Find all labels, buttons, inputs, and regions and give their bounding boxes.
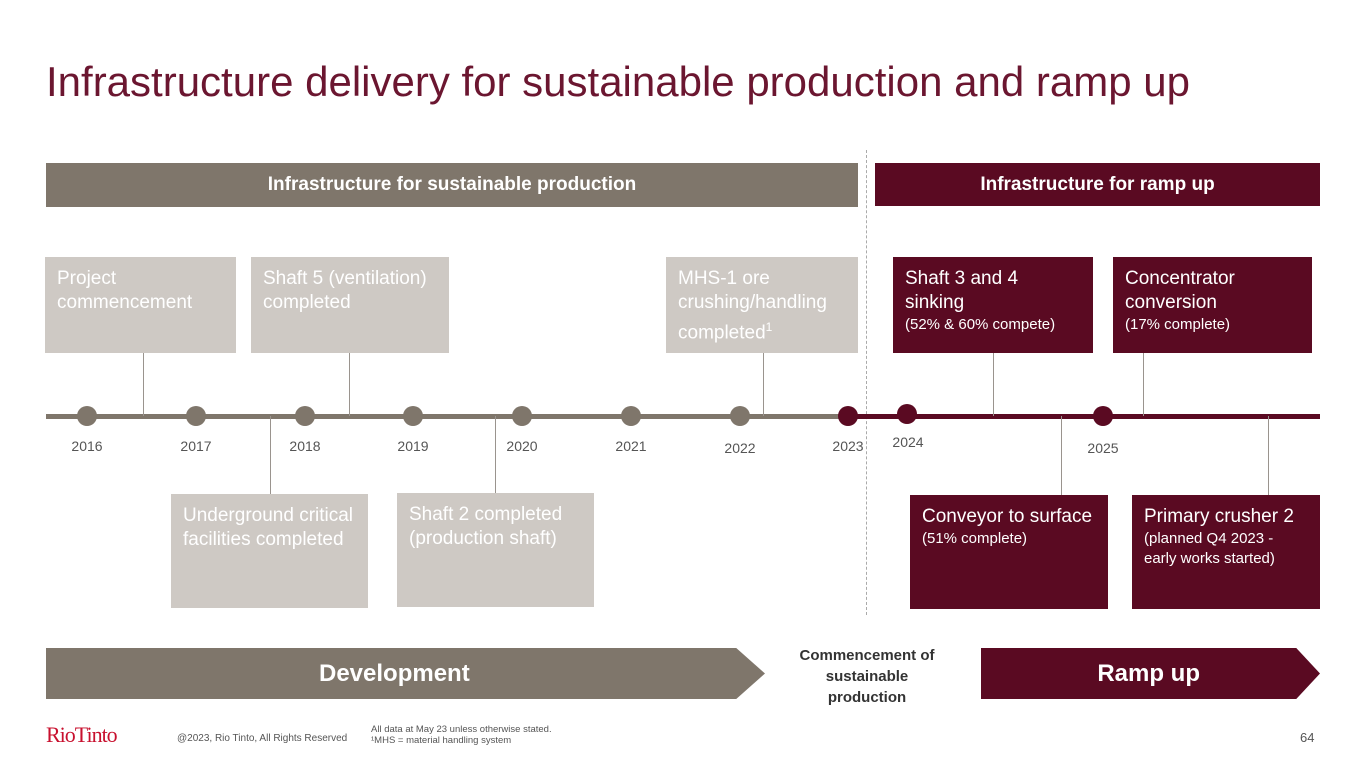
rio-tinto-logo: RioTinto bbox=[46, 722, 118, 747]
connector bbox=[763, 353, 764, 416]
timeline-development bbox=[46, 414, 848, 419]
year-dot bbox=[897, 404, 917, 424]
milestone-text: Conveyor to surface bbox=[922, 506, 1093, 527]
header-sustainable-production: Infrastructure for sustainable productio… bbox=[46, 163, 858, 207]
milestone-text: Shaft 5 (ventilation) completed bbox=[263, 268, 427, 313]
milestone-underground-facilities: Underground critical facilities complete… bbox=[171, 494, 368, 608]
divider-line bbox=[866, 150, 867, 615]
connector bbox=[270, 416, 271, 494]
phase-label: Development bbox=[319, 659, 470, 687]
year-dot bbox=[1093, 406, 1113, 426]
year-dot bbox=[838, 406, 858, 426]
year-dot bbox=[730, 406, 750, 426]
phase-label: Ramp up bbox=[1097, 659, 1200, 687]
milestone-status: (17% complete) bbox=[1125, 316, 1231, 333]
copyright: @2023, Rio Tinto, All Rights Reserved bbox=[177, 733, 348, 744]
connector bbox=[495, 416, 496, 494]
phase-development-arrow: Development bbox=[46, 648, 765, 699]
milestone-project-commencement: Project commencement bbox=[45, 257, 236, 353]
year-label: 2023 bbox=[832, 438, 864, 454]
year-dot bbox=[621, 406, 641, 426]
milestone-text: Primary crusher 2 bbox=[1144, 506, 1294, 527]
milestone-text: Concentrator conversion bbox=[1125, 268, 1235, 313]
milestone-text: Underground critical facilities complete… bbox=[183, 505, 354, 550]
year-label: 2025 bbox=[1087, 440, 1119, 456]
milestone-status: (51% complete) bbox=[922, 530, 1028, 547]
year-label: 2022 bbox=[724, 440, 756, 456]
header-ramp-up: Infrastructure for ramp up bbox=[875, 163, 1320, 206]
year-label: 2024 bbox=[892, 434, 924, 450]
year-label: 2017 bbox=[180, 438, 212, 454]
connector bbox=[1061, 416, 1062, 495]
connector bbox=[993, 353, 994, 416]
milestone-concentrator: Concentrator conversion (17% complete) bbox=[1113, 257, 1312, 353]
year-label: 2019 bbox=[397, 438, 429, 454]
connector bbox=[349, 353, 350, 416]
milestone-primary-crusher: Primary crusher 2 (planned Q4 2023 - earl… bbox=[1132, 495, 1320, 609]
milestone-status: (planned Q4 2023 - early works started) bbox=[1144, 530, 1275, 567]
milestone-text: Shaft 2 completed (production shaft) bbox=[409, 504, 563, 549]
milestone-shaft-3-4: Shaft 3 and 4 sinking (52% & 60% compete) bbox=[893, 257, 1093, 353]
footnote-marker: 1 bbox=[765, 320, 773, 334]
year-dot bbox=[403, 406, 423, 426]
page-number: 64 bbox=[1300, 730, 1315, 745]
year-label: 2020 bbox=[506, 438, 538, 454]
year-dot bbox=[186, 406, 206, 426]
year-dot bbox=[295, 406, 315, 426]
connector bbox=[143, 353, 144, 416]
phase-ramp-up-arrow: Ramp up bbox=[981, 648, 1320, 699]
year-dot bbox=[512, 406, 532, 426]
year-label: 2021 bbox=[615, 438, 647, 454]
milestone-mhs-1: MHS-1 ore crushing/handling completed1 bbox=[666, 257, 858, 353]
page-title: Infrastructure delivery for sustainable … bbox=[46, 58, 1190, 105]
connector bbox=[1143, 353, 1144, 416]
milestone-text: Project commencement bbox=[57, 268, 193, 313]
connector bbox=[1268, 416, 1269, 495]
timeline-ramp bbox=[848, 414, 1320, 419]
year-label: 2018 bbox=[289, 438, 321, 454]
milestone-shaft-2: Shaft 2 completed (production shaft) bbox=[397, 493, 594, 607]
milestone-conveyor: Conveyor to surface (51% complete) bbox=[910, 495, 1108, 609]
milestone-shaft-5: Shaft 5 (ventilation) completed bbox=[251, 257, 449, 353]
commencement-label: Commencement of sustainable production bbox=[799, 647, 935, 706]
milestone-text: Shaft 3 and 4 sinking bbox=[905, 268, 1019, 313]
milestone-text: MHS-1 ore crushing/handling completed bbox=[678, 268, 827, 344]
footnote-2: ¹MHS = material handling system bbox=[371, 735, 512, 746]
milestone-status: (52% & 60% compete) bbox=[905, 316, 1056, 333]
year-label: 2016 bbox=[71, 438, 103, 454]
year-dot bbox=[77, 406, 97, 426]
footnote-1: All data at May 23 unless otherwise stat… bbox=[371, 724, 552, 735]
